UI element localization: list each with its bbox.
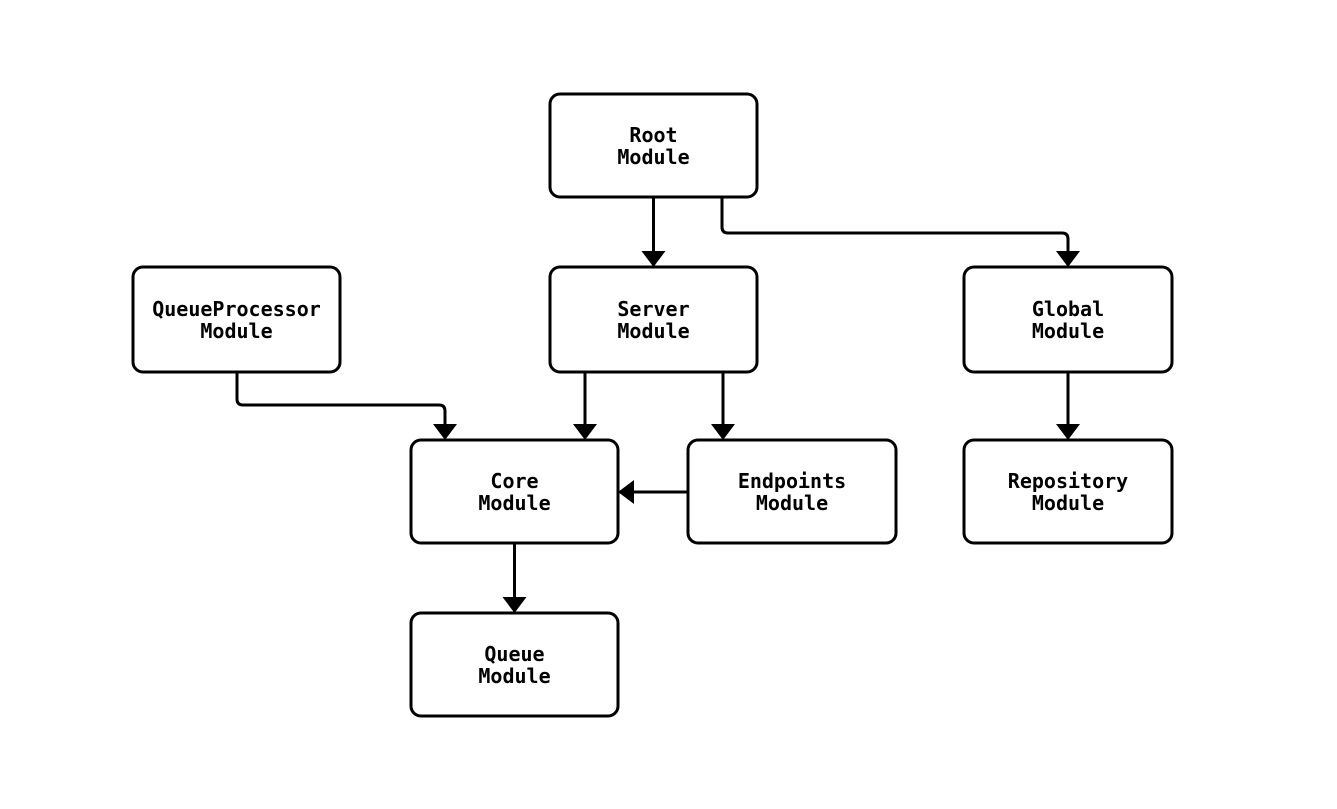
edge-line (720, 197, 1070, 252)
node-label-line1: Global (1032, 297, 1104, 321)
arrowhead-down-icon (1056, 424, 1080, 440)
node-label-line2: Module (1032, 491, 1104, 515)
node-label-line2: Module (478, 491, 550, 515)
node-repository-module: Repository Module (962, 438, 1174, 545)
node-box (131, 265, 342, 374)
node-root-module: Root Module (548, 92, 759, 199)
node-queue-module: Queue Module (409, 611, 620, 718)
node-label-line2: Module (617, 319, 689, 343)
arrowhead-down-icon (1056, 251, 1080, 267)
node-global-module: Global Module (962, 265, 1174, 374)
node-box (548, 265, 759, 374)
node-label-line1: Queue (484, 642, 544, 666)
edge-global-to-repository (1056, 372, 1080, 440)
edge-server-to-endpoints (711, 372, 735, 440)
node-label-line2: Module (1032, 319, 1104, 343)
node-label-line1: Repository (1008, 469, 1128, 493)
arrowhead-left-icon (618, 480, 634, 504)
node-label-line2: Module (756, 491, 828, 515)
node-box (686, 438, 898, 545)
node-box (962, 265, 1174, 374)
node-label-line1: QueueProcessor (152, 297, 321, 321)
edge-root-to-global (720, 197, 1080, 267)
node-box (548, 92, 759, 199)
edge-server-to-core (573, 372, 597, 440)
node-label-line1: Server (617, 297, 689, 321)
arrowhead-down-icon (502, 597, 527, 613)
node-box (409, 611, 620, 718)
arrowhead-down-icon (711, 424, 735, 440)
node-label-line2: Module (200, 319, 272, 343)
edge-endpoints-to-core (618, 480, 688, 504)
node-box (962, 438, 1174, 545)
node-label-line1: Root (629, 123, 677, 147)
edge-line (235, 372, 447, 425)
node-queueprocessor-module: QueueProcessor Module (131, 265, 342, 374)
arrowhead-down-icon (573, 424, 597, 440)
node-label-line2: Module (478, 664, 550, 688)
node-core-module: Core Module (409, 438, 620, 545)
edge-root-to-server (641, 197, 666, 267)
node-label-line1: Core (490, 469, 538, 493)
edge-queueprocessor-to-core (235, 372, 457, 440)
node-label-line1: Endpoints (738, 469, 846, 493)
node-server-module: Server Module (548, 265, 759, 374)
node-endpoints-module: Endpoints Module (686, 438, 898, 545)
arrowhead-down-icon (433, 424, 457, 440)
node-label-line2: Module (617, 145, 689, 169)
node-box (409, 438, 620, 545)
arrowhead-down-icon (641, 251, 666, 267)
edge-core-to-queue (502, 543, 527, 613)
